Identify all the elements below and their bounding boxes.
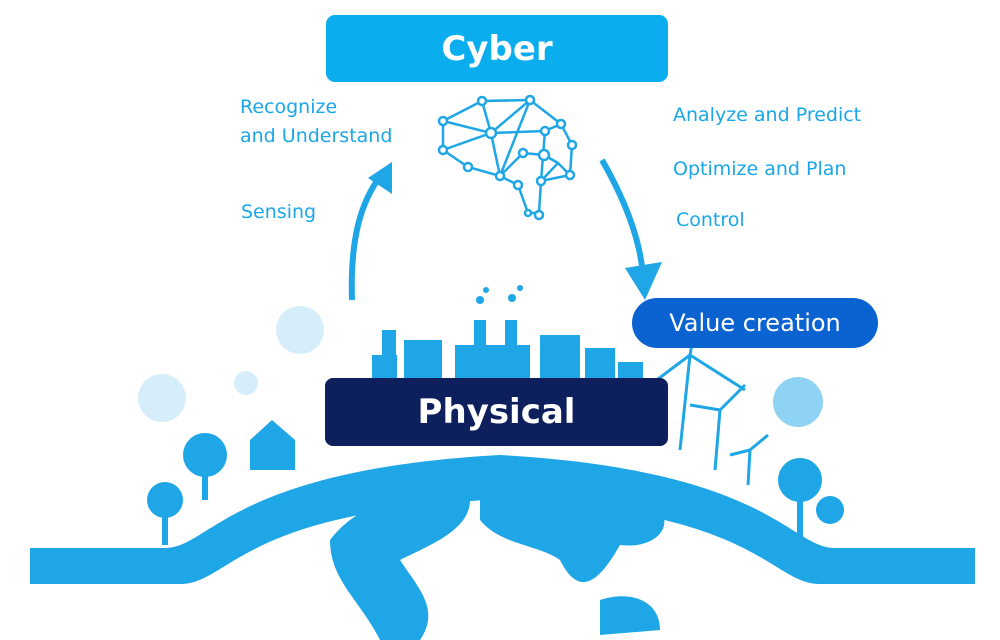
control-label: Control xyxy=(676,209,745,231)
value-creation-box: Value creation xyxy=(632,298,878,348)
city-icon xyxy=(372,285,643,380)
globe-icon xyxy=(246,482,754,640)
tree-icon xyxy=(778,458,822,502)
tree-icon xyxy=(816,496,844,524)
ground-band xyxy=(30,455,975,584)
brain-network-icon xyxy=(437,94,578,221)
up-arrow-icon xyxy=(348,162,392,301)
tree-icon xyxy=(183,433,227,477)
analyze-label: Analyze and Predict xyxy=(673,104,862,126)
recognize-line-2: and Understand xyxy=(240,125,393,147)
optimize-label: Optimize and Plan xyxy=(673,158,847,180)
sensing-label: Sensing xyxy=(241,201,317,223)
recognize-line-1: Recognize xyxy=(240,96,338,118)
house-icon xyxy=(250,420,295,470)
tree-icon xyxy=(147,482,183,518)
cyber-box: Cyber xyxy=(326,15,668,82)
physical-box: Physical xyxy=(325,378,668,446)
bubble-decorations xyxy=(138,306,823,427)
down-arrow-icon xyxy=(599,158,662,300)
recognize-label: Recognize and Understand xyxy=(240,93,392,151)
